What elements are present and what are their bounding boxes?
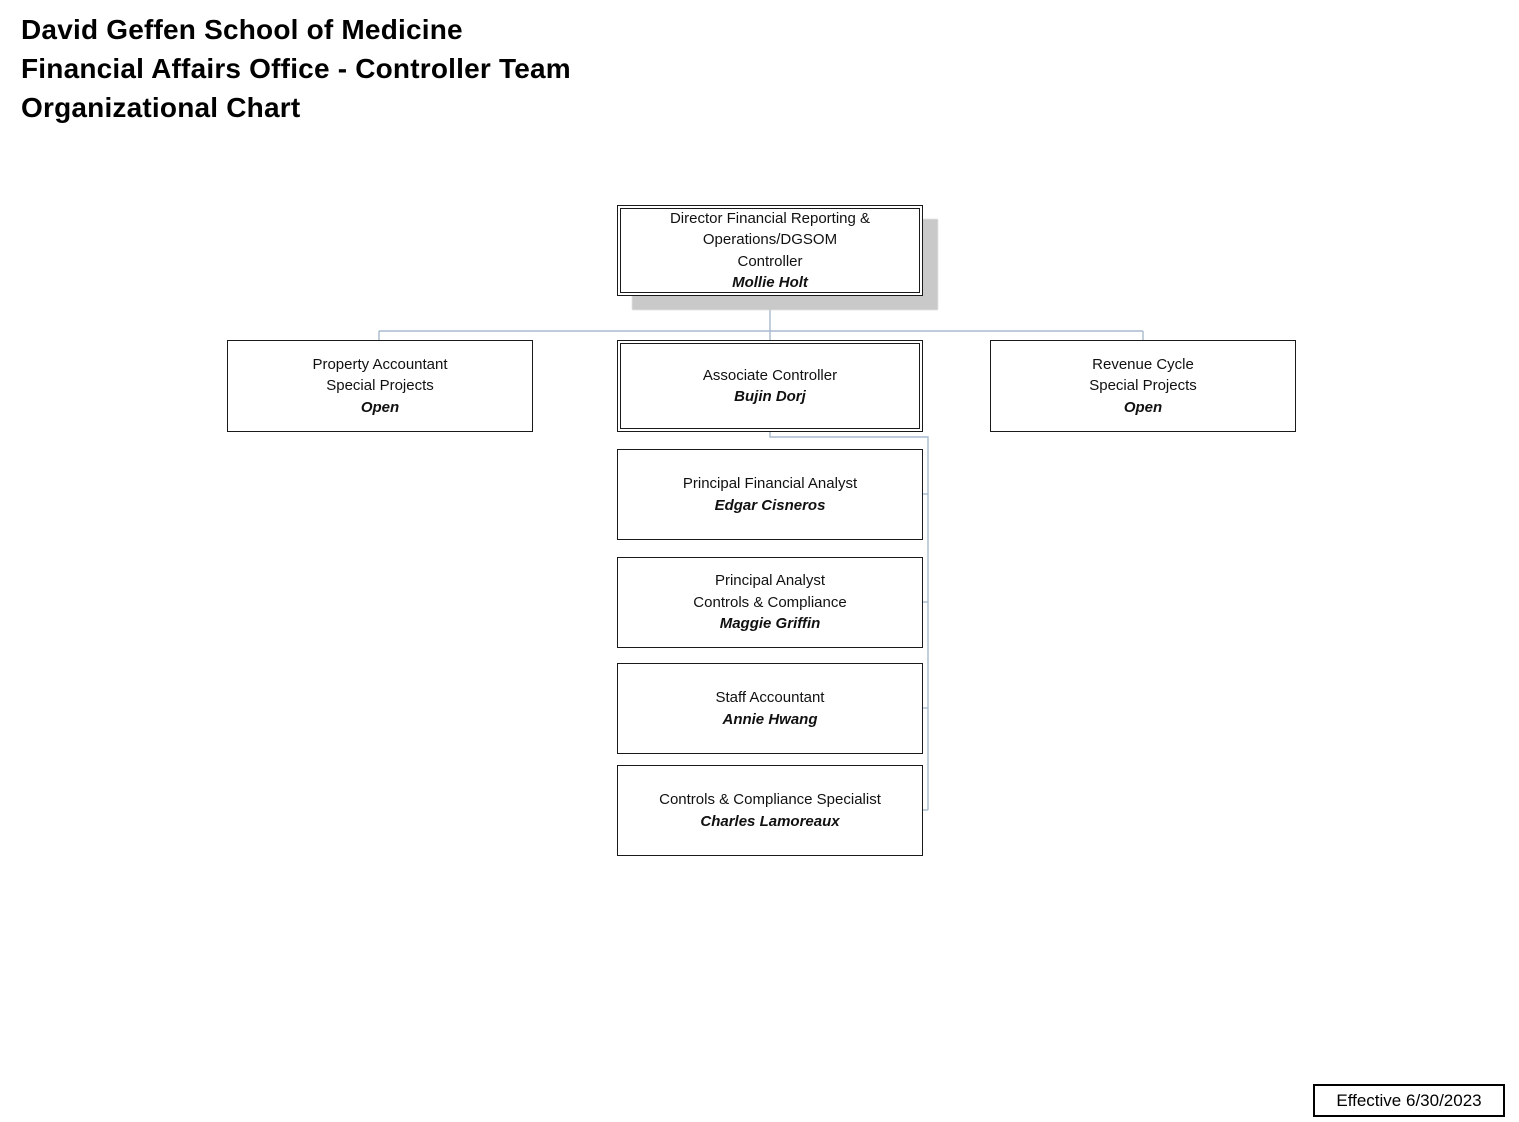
- title-line-2: Financial Affairs Office - Controller Te…: [21, 53, 571, 84]
- node-title-line: Operations/DGSOM: [702, 231, 838, 248]
- org-node-principal-financial-analyst: Principal Financial Analyst Edgar Cisner…: [617, 449, 923, 540]
- node-person-name: Annie Hwang: [722, 710, 818, 728]
- org-node-associate-controller: Associate Controller Bujin Dorj: [617, 340, 923, 432]
- node-person-name: Charles Lamoreaux: [700, 812, 840, 830]
- node-title-line: Principal Analyst: [714, 572, 826, 590]
- title-line-3: Organizational Chart: [21, 92, 301, 123]
- node-person-name: Edgar Cisneros: [714, 496, 826, 514]
- node-person-name: Mollie Holt: [732, 274, 808, 291]
- node-title-line: Controller: [737, 252, 803, 270]
- node-person-name: Maggie Griffin: [719, 615, 821, 633]
- node-title-line: Associate Controller: [702, 366, 838, 384]
- node-person-name: Open: [360, 398, 400, 416]
- node-title-line: Director Financial Reporting &: [669, 209, 871, 227]
- org-node-staff-accountant: Staff Accountant Annie Hwang: [617, 663, 923, 754]
- org-node-principal-analyst-controls: Principal Analyst Controls & Compliance …: [617, 557, 923, 648]
- page-title: David Geffen School of Medicine Financia…: [21, 10, 571, 127]
- org-node-director: Director Financial Reporting & Operation…: [617, 205, 923, 296]
- org-node-controls-compliance-specialist: Controls & Compliance Specialist Charles…: [617, 765, 923, 856]
- org-node-property-accountant: Property Accountant Special Projects Ope…: [227, 340, 533, 432]
- effective-date-box: Effective 6/30/2023: [1313, 1084, 1505, 1117]
- node-person-name: Bujin Dorj: [734, 388, 806, 405]
- node-title-line: Staff Accountant: [715, 689, 825, 706]
- org-node-revenue-cycle: Revenue Cycle Special Projects Open: [990, 340, 1296, 432]
- node-title-line: Special Projects: [326, 377, 434, 395]
- node-title-line: Controls & Compliance: [693, 593, 847, 611]
- node-title-line: Revenue Cycle: [1092, 355, 1194, 373]
- node-person-name: Open: [1123, 398, 1163, 416]
- title-line-1: David Geffen School of Medicine: [21, 14, 463, 45]
- effective-date-label: Effective 6/30/2023: [1336, 1090, 1482, 1110]
- node-title-line: Special Projects: [1089, 377, 1197, 395]
- node-title-line: Principal Financial Analyst: [682, 475, 858, 492]
- node-title-line: Property Accountant: [312, 355, 448, 373]
- node-title-line: Controls & Compliance Specialist: [659, 791, 881, 808]
